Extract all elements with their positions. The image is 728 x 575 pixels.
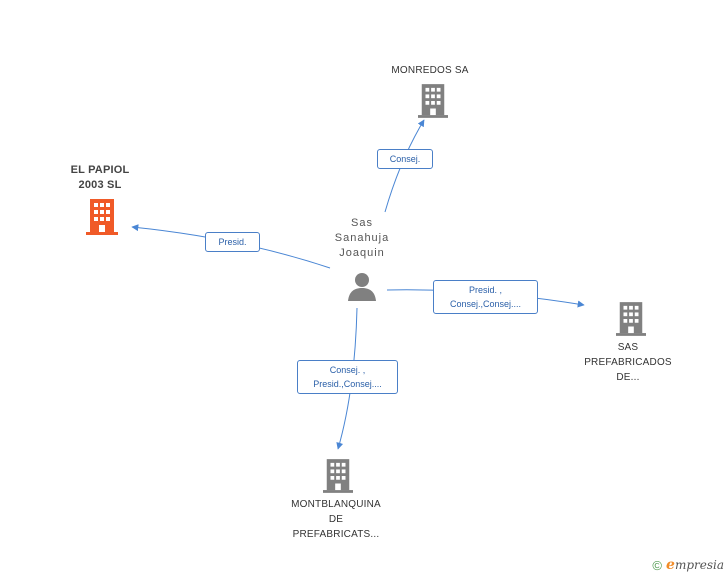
building-icon[interactable] xyxy=(418,84,448,123)
node-label-sas-prefabricados[interactable]: SAS PREFABRICADOS DE... xyxy=(578,340,678,385)
brand-initial: e xyxy=(666,557,675,573)
edge-label-el-papiol[interactable]: Presid. xyxy=(205,232,260,252)
edge-label-montblanquina[interactable]: Consej. , Presid.,Consej.... xyxy=(297,360,398,394)
node-label-montblanquina[interactable]: MONTBLANQUINA DE PREFABRICATS... xyxy=(278,497,394,542)
building-icon[interactable] xyxy=(616,302,646,341)
edge-sas-prefabricados-line-1: Presid. , xyxy=(468,285,502,295)
empresia-logo: empresia xyxy=(666,557,724,573)
building-icon[interactable] xyxy=(86,199,118,240)
montblanquina-line-1: MONTBLANQUINA xyxy=(291,499,381,510)
monredos-line-1: MONREDOS SA xyxy=(391,65,469,76)
montblanquina-line-2: DE xyxy=(328,514,344,525)
edge-sas-prefabricados-line-2: Consej.,Consej.... xyxy=(449,299,522,309)
brand-rest: mpresia xyxy=(674,558,724,572)
person-icon[interactable] xyxy=(347,271,377,306)
edge-monredos-line-1: Consej. xyxy=(389,154,421,164)
edge-montblanquina-line-2: Presid.,Consej.... xyxy=(313,379,382,389)
node-label-el-papiol[interactable]: EL PAPIOL 2003 SL xyxy=(52,163,148,193)
center-name-line-1: Sas xyxy=(351,217,373,229)
sas-prefabricados-line-1: SAS xyxy=(617,342,639,353)
sas-prefabricados-line-2: PREFABRICADOS xyxy=(584,357,672,368)
edge-el-papiol-line-1: Presid. xyxy=(218,237,247,247)
el-papiol-line-1: EL PAPIOL xyxy=(70,164,130,176)
edge-label-monredos[interactable]: Consej. xyxy=(377,149,433,169)
center-name-line-2: Sanahuja xyxy=(334,232,390,244)
empresia-watermark: © empresia xyxy=(652,557,724,573)
sas-prefabricados-line-3: DE... xyxy=(616,372,640,383)
copyright-icon: © xyxy=(652,557,663,573)
edge-label-sas-prefabricados[interactable]: Presid. , Consej.,Consej.... xyxy=(433,280,538,314)
el-papiol-line-2: 2003 SL xyxy=(78,179,122,191)
edge-montblanquina-line-1: Consej. , xyxy=(329,365,366,375)
center-name-line-3: Joaquin xyxy=(339,247,385,259)
building-icon[interactable] xyxy=(323,459,353,498)
node-label-monredos[interactable]: MONREDOS SA xyxy=(370,63,490,78)
center-person-name[interactable]: Sas Sanahuja Joaquin xyxy=(316,216,408,261)
montblanquina-line-3: PREFABRICATS... xyxy=(292,529,380,540)
